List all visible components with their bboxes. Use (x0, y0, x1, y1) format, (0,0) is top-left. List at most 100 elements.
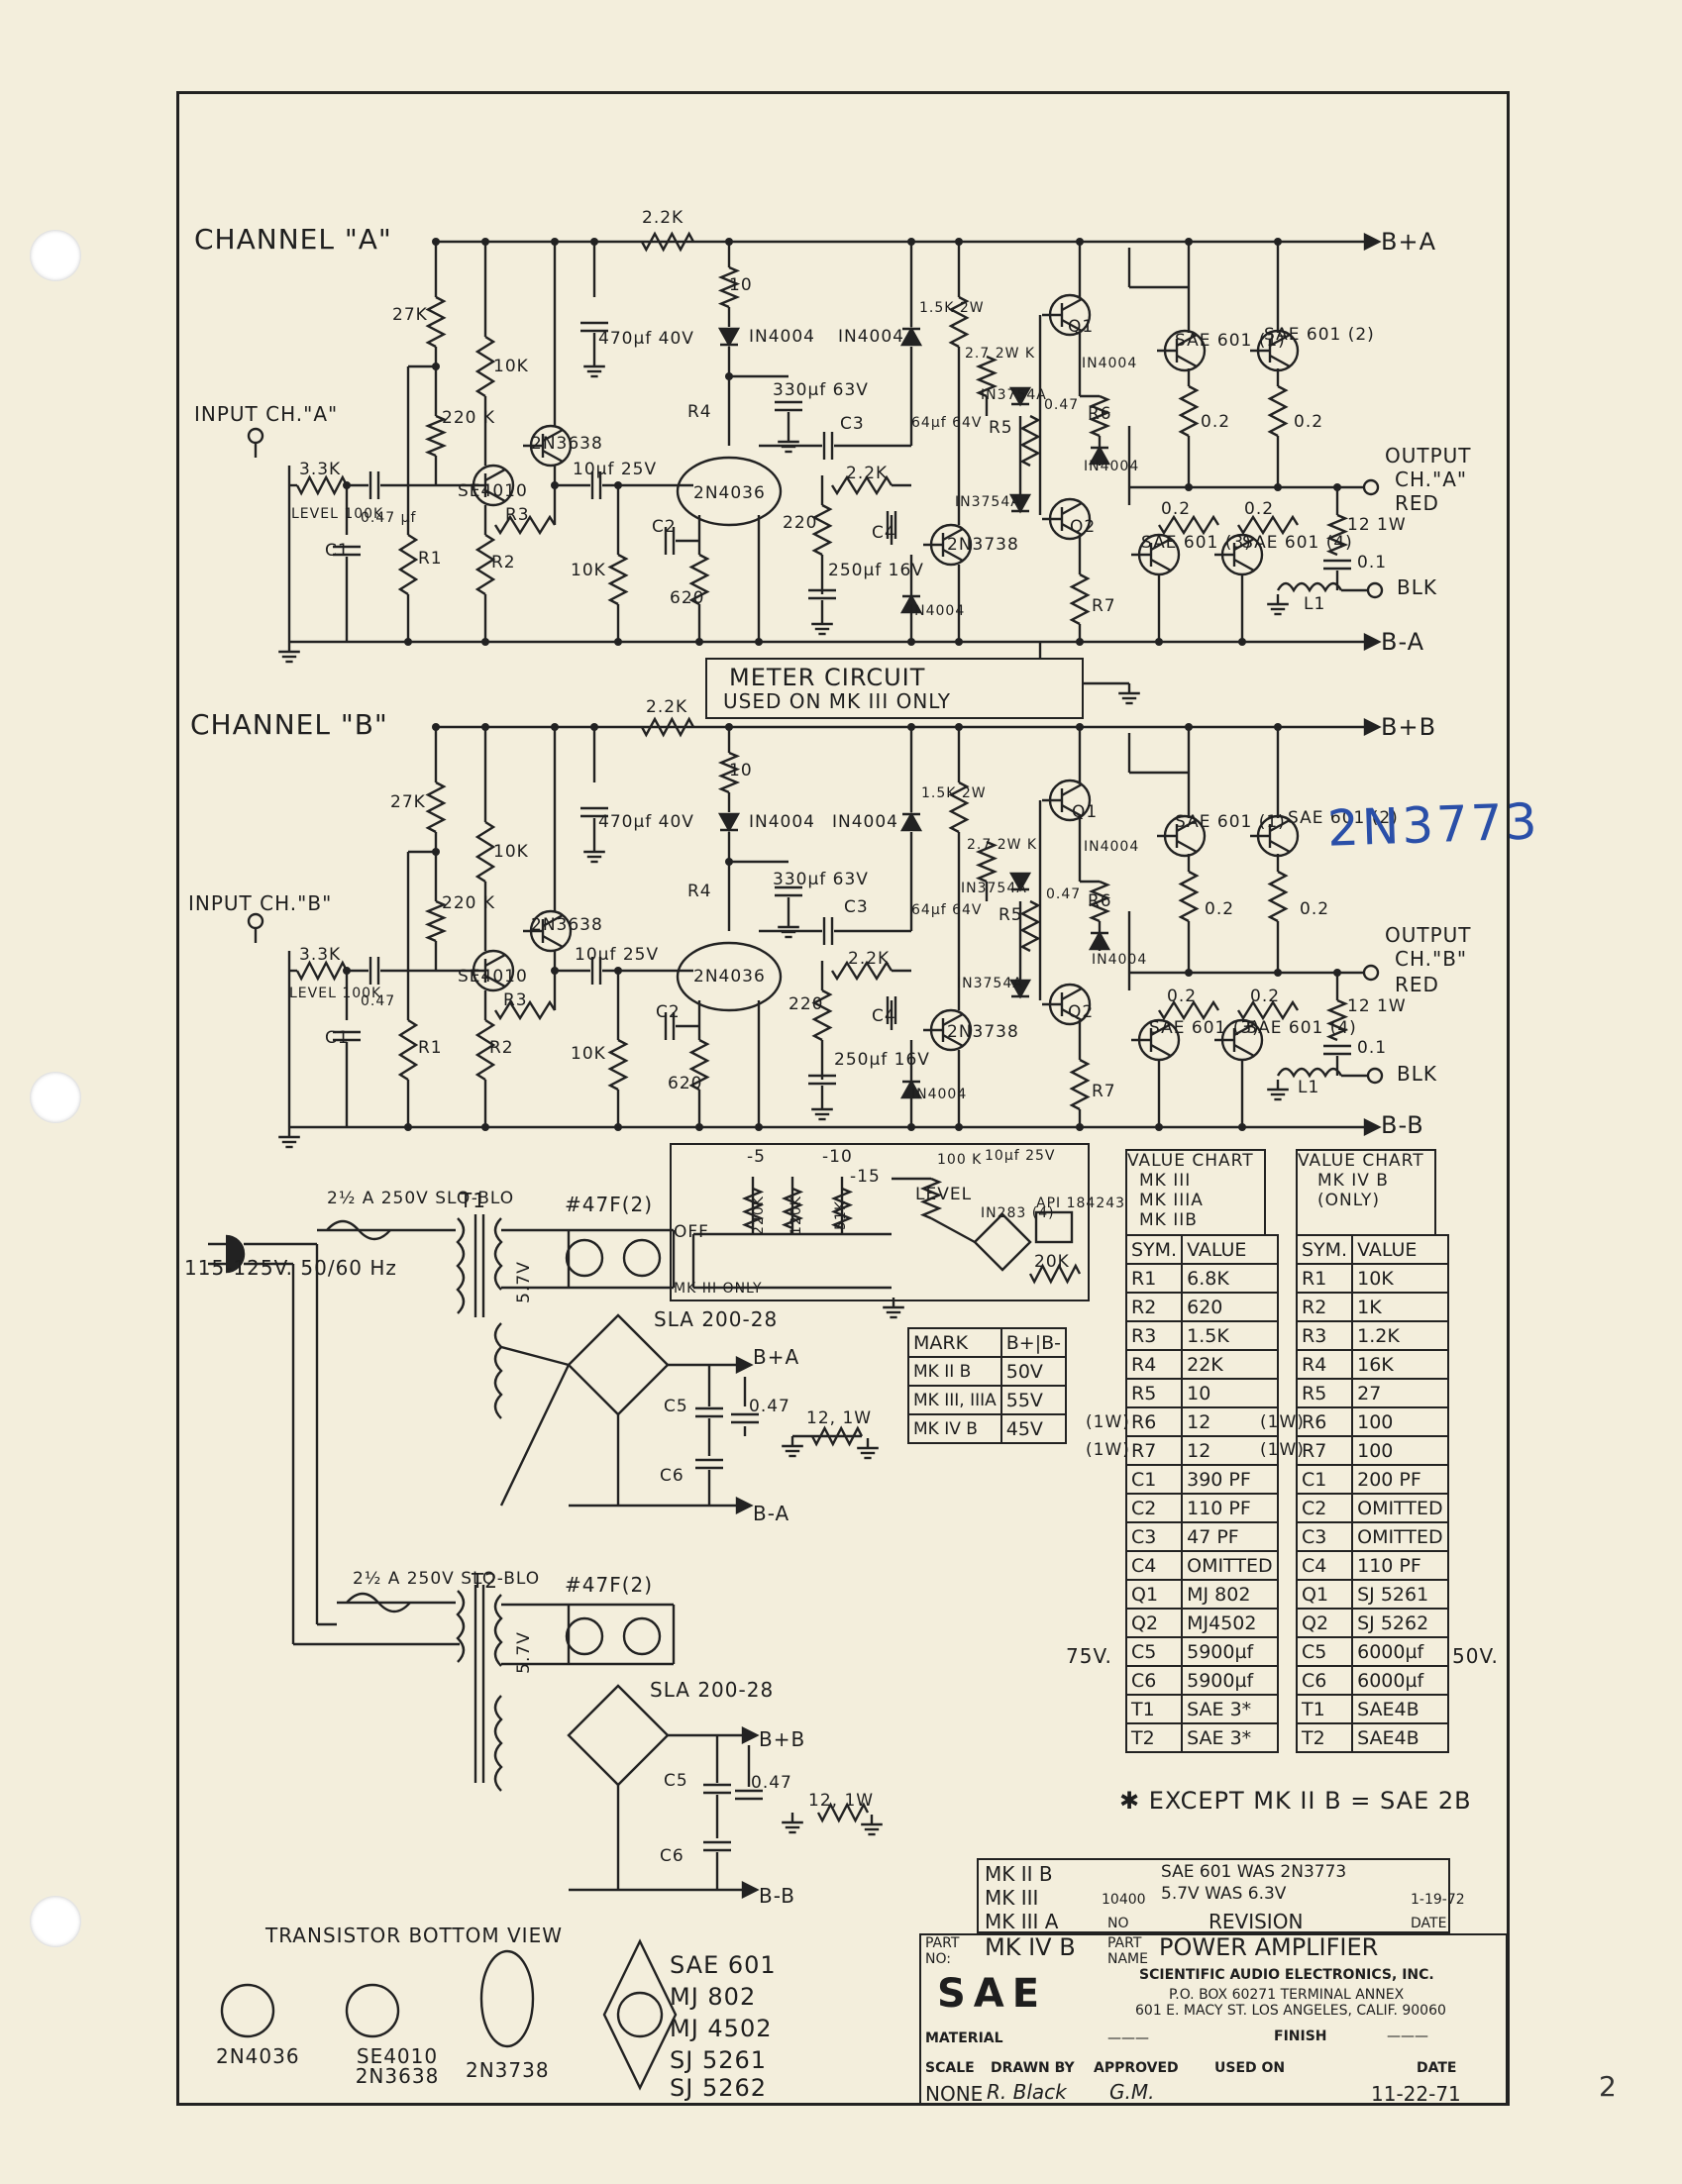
q-2n3638-a: 2N3638 (531, 434, 603, 454)
transistor-symbol (1150, 1022, 1172, 1037)
c-c4-b: C4 (872, 1006, 896, 1026)
resistor-symbol (474, 820, 496, 884)
c-64uf-a: 64µf 64V (911, 415, 983, 431)
output-a-blk: BLK (1397, 575, 1437, 599)
d-in4004-b: IN4004 (749, 812, 815, 832)
d-1n3754-a: IN3754A (981, 387, 1047, 403)
junction-dot (1185, 723, 1193, 731)
transformer-winding (493, 1695, 503, 1792)
pkg-list-2: MJ 802 (670, 1983, 757, 2011)
junction-dot (614, 481, 622, 489)
r-2.2k-a: 2.2K (642, 208, 684, 228)
value-cell: SAE 3* (1181, 1722, 1279, 1753)
plug-symbol (225, 1234, 246, 1274)
binder-hole (30, 1072, 81, 1123)
c-330uf-b: 330µf 63V (773, 870, 869, 889)
vc2-note-1w-2: (1W) (1260, 1440, 1305, 1460)
transistor-symbol (1061, 501, 1083, 516)
resistor-symbol (474, 335, 496, 398)
symbol-cell: T1 (1295, 1694, 1354, 1724)
q-se4010-b: SE4010 (458, 967, 528, 987)
value-cell: SAE 3* (1181, 1694, 1279, 1724)
transistor-symbol (1269, 333, 1291, 348)
value-cell: 6000µf (1351, 1636, 1449, 1667)
resistor-symbol (295, 474, 349, 496)
d-1n3754-b: IN3754A (961, 881, 1027, 896)
c-c2-b: C2 (656, 1002, 681, 1022)
value-chart-1-sub3: MK IIB (1139, 1210, 1198, 1230)
ps-r12-a: 12, 1W (806, 1408, 873, 1428)
drawn-by-signature: R. Black (987, 2080, 1067, 2104)
value-cell: MJ4502 (1181, 1608, 1279, 1638)
junction-dot (755, 1123, 763, 1131)
used-on-label: USED ON (1214, 2060, 1286, 2076)
transistor-symbol (676, 941, 783, 1012)
finish-value: ——— (1387, 2028, 1428, 2044)
resistor-symbol (425, 780, 447, 834)
symbol-cell: T2 (1124, 1722, 1184, 1753)
value-cell: 200 PF (1351, 1464, 1449, 1495)
revision-block (977, 1858, 1450, 1933)
junction-dot (551, 481, 559, 489)
junction-dot (907, 638, 915, 646)
meter-off: OFF (674, 1222, 709, 1242)
junction-dot (1076, 1123, 1084, 1131)
rev-date-label: DATE (1411, 1916, 1447, 1931)
meter-tap-2: -10 (822, 1147, 853, 1167)
transistor-symbol (676, 456, 783, 527)
transistor-symbol (942, 527, 964, 542)
r-r5-b: R5 (999, 905, 1023, 925)
part-no: MK IV B (985, 1933, 1076, 1961)
mark-row: MK III, IIIA (907, 1385, 1002, 1415)
r-12-a: 12 1W (1347, 515, 1407, 535)
resistor-symbol (830, 960, 894, 982)
q-sae601-2-a: SAE 601 (2) (1264, 325, 1375, 345)
symbol-cell: C5 (1295, 1636, 1354, 1667)
value-cell: 620 (1181, 1292, 1279, 1322)
drawn-by-label: DRAWN BY (991, 2060, 1075, 2076)
junction-dot (590, 238, 598, 246)
bridge-1: SLA 200-28 (654, 1307, 779, 1331)
resistor-symbol (1325, 998, 1349, 1042)
lamp-symbol (565, 1616, 604, 1656)
junction-dot (432, 723, 440, 731)
arrow-symbol (741, 1726, 760, 1744)
diode-symbol (717, 812, 741, 833)
r-10-a: 10 (729, 275, 753, 295)
meter-r-51k: 51K (833, 1200, 849, 1230)
sae-logo: SAE (937, 1971, 1048, 2017)
transistor-symbol (1150, 558, 1172, 572)
r-10k-b: 10K (493, 842, 529, 862)
rev-desc-1: SAE 601 WAS 2N3773 (1161, 1862, 1347, 1882)
output-a-label-1: OUTPUT (1385, 444, 1472, 468)
resistor-symbol (607, 553, 629, 606)
value-chart-1-title-box (1125, 1149, 1266, 1234)
c6-a: C6 (660, 1466, 684, 1486)
l-l1-b: L1 (1298, 1078, 1320, 1097)
value-cell: 5900µf (1181, 1636, 1279, 1667)
bplus-a-label: B+A (1381, 228, 1436, 256)
output-b-label-1: OUTPUT (1385, 923, 1472, 947)
r-0.2-a-4: 0.2 (1244, 499, 1275, 519)
chart-header: VALUE (1351, 1234, 1449, 1265)
value-cell: OMITTED (1351, 1521, 1449, 1552)
mark-value: 55V (999, 1385, 1068, 1415)
junction-dot (907, 238, 915, 246)
resistor-symbol (1028, 1263, 1082, 1285)
transistor-symbol (1150, 1043, 1172, 1058)
r-27k-b: 27K (390, 792, 426, 812)
resistor-symbol (688, 553, 710, 606)
value-cell: SJ 5261 (1351, 1579, 1449, 1610)
transistor-package (602, 1938, 678, 2091)
q-2n4036-a: 2N4036 (693, 483, 766, 503)
resistor-symbol (816, 1802, 870, 1823)
lamp-2: #47F(2) (565, 1573, 654, 1597)
arrow-symbol (1363, 633, 1382, 651)
